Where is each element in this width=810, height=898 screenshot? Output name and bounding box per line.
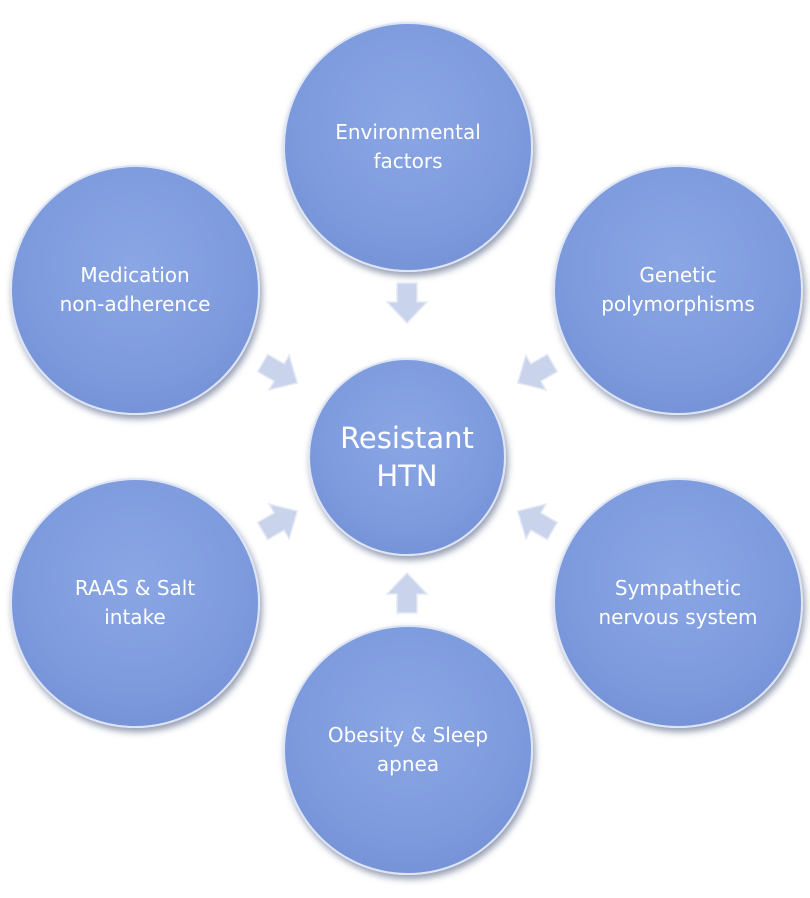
factor-medication: Medication non-adherence: [10, 165, 260, 415]
arrow-from-raas-salt: [249, 490, 312, 553]
factor-obesity-sleep-apnea: Obesity & Sleep apnea: [283, 625, 533, 875]
factor-label: Obesity & Sleep apnea: [327, 723, 489, 776]
factor-environmental: Environmental factors: [283, 22, 533, 272]
factor-genetic: Genetic polymorphisms: [553, 165, 803, 415]
arrow-from-sympathetic: [504, 490, 567, 553]
factor-label: Environmental factors: [335, 120, 481, 173]
factor-label: RAAS & Salt intake: [74, 576, 196, 629]
factor-label: Medication non-adherence: [59, 263, 211, 316]
arrow-from-medication: [249, 342, 312, 405]
factor-label: Sympathetic nervous system: [598, 576, 758, 629]
center-resistant-htn: Resistant HTN: [308, 358, 506, 556]
factor-sympathetic: Sympathetic nervous system: [553, 478, 803, 728]
factor-label: Genetic polymorphisms: [601, 263, 755, 316]
center-label: Resistant HTN: [340, 421, 474, 493]
factor-raas-salt: RAAS & Salt intake: [10, 478, 260, 728]
arrow-from-genetic: [504, 342, 567, 405]
arrow-from-obesity-sleep-apnea: [384, 570, 430, 616]
arrow-from-environmental: [384, 280, 430, 326]
